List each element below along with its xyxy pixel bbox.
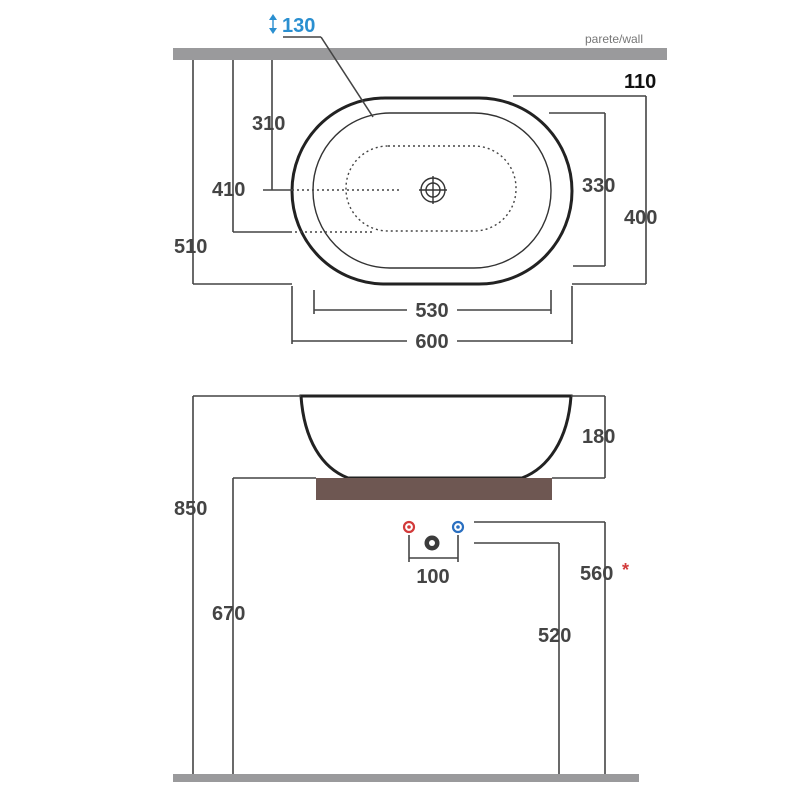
dim-530-group: 530 <box>313 290 552 322</box>
dim-110-group: 110 <box>513 71 656 97</box>
floor-bar <box>173 774 639 782</box>
dim-180-text: 180 <box>582 426 615 448</box>
dim-510-group: 510 <box>174 60 292 285</box>
dim-850-group: 850 <box>174 395 301 774</box>
dim-410-text: 410 <box>212 179 245 201</box>
dim-530-text: 530 <box>415 300 448 322</box>
dim-410-group: 410 <box>212 60 372 233</box>
countertop-shelf <box>316 478 552 500</box>
dim-310-group: 310 <box>252 60 402 191</box>
basin-bottom-outline <box>345 145 517 232</box>
dim-110-text: 110 <box>624 71 656 93</box>
dim-130-group: 130 <box>269 14 374 118</box>
dim-330-text: 330 <box>582 175 615 197</box>
dim-310-text: 310 <box>252 113 285 135</box>
dim-400-text: 400 <box>624 207 657 229</box>
wall-bar-top <box>173 48 667 60</box>
dim-520-text: 520 <box>538 625 571 647</box>
dim-510-text: 510 <box>174 236 207 258</box>
dim-560-asterisk: * <box>622 560 629 580</box>
dim-670-text: 670 <box>212 603 245 625</box>
dim-520-group: 520 <box>474 542 571 774</box>
dim-560-group: 560 * <box>474 521 629 774</box>
water-connections <box>402 520 465 562</box>
up-down-arrow-icon <box>269 14 277 34</box>
dim-100-text: 100 <box>416 566 449 588</box>
dim-560-text: 560 <box>580 563 613 585</box>
dim-330-group: 330 <box>549 112 615 267</box>
basin-side-profile <box>299 394 573 480</box>
dim-850-text: 850 <box>174 498 207 520</box>
dim-670-group: 670 <box>212 477 316 774</box>
dim-130-text: 130 <box>282 15 315 37</box>
basin-outer-rim <box>290 96 574 286</box>
dim-600-text: 600 <box>415 331 448 353</box>
dim-600-group: 600 <box>291 286 573 353</box>
wall-label: parete/wall <box>585 32 643 46</box>
dim-400-group: 400 <box>572 96 657 285</box>
dim-180-group: 180 <box>552 395 615 479</box>
